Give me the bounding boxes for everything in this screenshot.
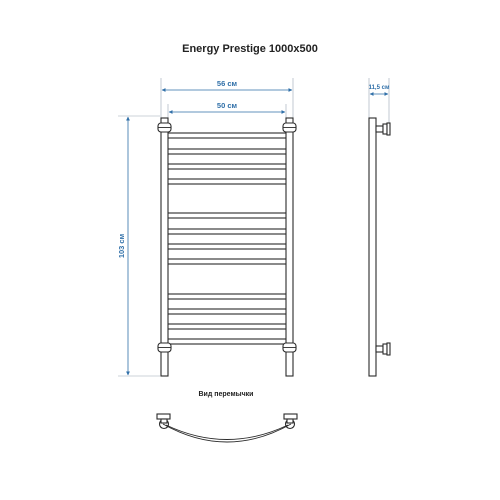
rung (166, 308, 288, 315)
bar-width-label: 50 см (217, 101, 238, 110)
rung (166, 338, 288, 345)
jumper-caption: Вид перемычки (199, 391, 254, 398)
front-view: 56 см 50 см 103 см (117, 78, 297, 377)
rung (166, 323, 288, 330)
drawing-title: Energy Prestige 1000x500 (182, 43, 318, 55)
side-bracket (375, 345, 384, 353)
rung (166, 243, 288, 250)
rung (166, 178, 288, 185)
left-post (160, 117, 169, 377)
rung (166, 258, 288, 265)
jumper-arc-outer (162, 423, 292, 443)
rung (166, 212, 288, 219)
rung (166, 293, 288, 300)
rung (166, 163, 288, 170)
side-view: 11,5 см (368, 78, 391, 377)
mounting-brackets (157, 122, 297, 353)
jumper-view (156, 413, 298, 443)
rung (166, 132, 288, 139)
side-bracket (375, 125, 384, 133)
rungs (166, 132, 288, 345)
right-post (285, 117, 294, 377)
overall-width-label: 56 см (217, 79, 238, 88)
rung (166, 228, 288, 235)
height-label: 103 см (117, 233, 126, 258)
depth-label: 11,5 см (369, 85, 390, 91)
rung (166, 148, 288, 155)
jumper-arc-inner (165, 424, 289, 440)
side-post (368, 117, 377, 377)
